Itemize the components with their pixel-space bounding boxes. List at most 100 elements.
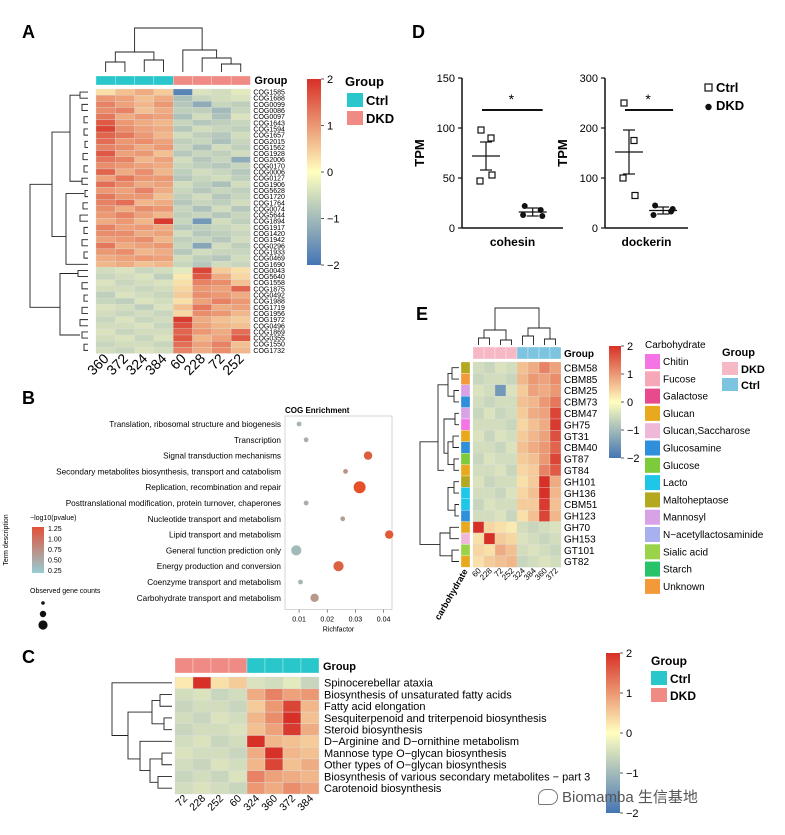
heatmap-cell: [115, 144, 135, 151]
row-label: CBM40: [564, 443, 598, 454]
heatmap-cell: [264, 676, 284, 689]
heatmap-cell: [211, 95, 232, 102]
heatmap-cell: [134, 119, 155, 127]
colorbar-e-tick-label: −1: [627, 425, 640, 437]
legend-size-dot-b: [41, 601, 45, 605]
heatmap-cell: [95, 279, 116, 286]
ylabel-b: Term description: [3, 514, 10, 565]
heatmap-cell: [483, 441, 496, 454]
term-label: Translation, ribosomal structure and bio…: [109, 420, 281, 429]
heatmap-cell: [134, 144, 155, 151]
heatmap-cell: [211, 119, 232, 127]
term-label: Coenzyme transport and metabolism: [147, 578, 281, 587]
heatmap-cell: [210, 688, 230, 701]
row-label: Biosynthesis of unsaturated fatty acids: [324, 689, 512, 701]
heatmap-cell: [115, 340, 135, 348]
heatmap-cell: [494, 521, 507, 534]
heatmap-cell: [516, 544, 529, 556]
row-dendro: [111, 682, 172, 736]
group-cell: [472, 346, 485, 360]
row-label: COG1690: [253, 262, 285, 269]
heatmap-cell: [549, 407, 562, 420]
carbohydrate-cell: [460, 441, 471, 454]
heatmap-cell: [115, 261, 135, 268]
row-label: GT87: [564, 455, 589, 466]
carbohydrate-legend-item: Sialic acid: [663, 547, 708, 558]
heatmap-cell: [192, 310, 212, 317]
heatmap-cell: [192, 676, 212, 689]
heatmap-cell: [153, 334, 174, 342]
heatmap-cell: [472, 487, 485, 499]
row-label: COG5628: [253, 188, 285, 195]
heatmap-cell: [228, 770, 248, 783]
data-point-ctrl: [619, 174, 627, 182]
row-label: COG5644: [253, 213, 285, 220]
legend-color-tick-b: 0.75: [48, 547, 62, 554]
row-label: CBM47: [564, 409, 598, 420]
legend-color-tick-b: 0.50: [48, 558, 62, 565]
carbohydrate-legend-item: Unknown: [663, 582, 705, 593]
heatmap-cell: [115, 285, 135, 293]
heatmap-cell: [192, 174, 212, 182]
heatmap-cell: [173, 88, 193, 96]
row-label: COG1917: [253, 225, 285, 232]
heatmap-cell: [538, 475, 551, 488]
heatmap-cell: [115, 230, 135, 237]
heatmap-cell: [192, 304, 212, 311]
heatmap-cell: [115, 131, 135, 139]
heatmap-cell: [494, 475, 507, 488]
heatmap-cell: [230, 285, 251, 293]
heatmap-cell: [115, 254, 135, 262]
heatmap-cell: [173, 273, 193, 280]
row-label: COG0127: [253, 176, 285, 183]
heatmap-cell: [472, 555, 485, 568]
row-label: COG1875: [253, 286, 285, 293]
heatmap-cell: [211, 316, 232, 323]
heatmap-cell: [115, 217, 135, 225]
heatmap-cell: [228, 758, 248, 771]
heatmap-cell: [228, 723, 248, 736]
y-tick-label: 0: [449, 223, 455, 235]
heatmap-cell: [134, 95, 155, 102]
legend-color-title-b: −log10(pvalue): [30, 515, 77, 522]
heatmap-cell: [516, 510, 529, 522]
heatmap-cell: [246, 700, 266, 713]
heatmap-cell: [134, 125, 155, 133]
heatmap-cell: [95, 95, 116, 102]
heatmap-cell: [95, 181, 116, 188]
heatmap-cell: [527, 430, 540, 442]
heatmap-cell: [483, 544, 496, 556]
row-label: COG1558: [253, 280, 285, 287]
heatmap-cell: [494, 487, 507, 499]
heatmap-cell: [115, 107, 135, 114]
heatmap-cell: [472, 373, 485, 385]
heatmap-cell: [192, 138, 212, 145]
carbohydrate-cell: [460, 544, 471, 556]
heatmap-cell: [211, 273, 232, 280]
heatmap-cell: [95, 267, 116, 274]
heatmap-cell: [211, 242, 232, 250]
term-label: General function prediction only: [166, 546, 282, 555]
heatmap-cell: [300, 688, 320, 701]
carbohydrate-cell: [460, 361, 471, 374]
heatmap-cell: [134, 113, 155, 120]
colorbar-e-tick-label: 1: [627, 369, 633, 381]
carbohydrate-swatch: [645, 388, 660, 404]
row-label: Sesquiterpenoid and triterpenoid biosynt…: [324, 713, 547, 725]
heatmap-cell: [527, 441, 540, 454]
heatmap-cell: [264, 735, 284, 748]
heatmap-cell: [264, 758, 284, 771]
carbohydrate-swatch: [645, 354, 660, 369]
row-label: COG1956: [253, 311, 285, 318]
heatmap-cell: [264, 746, 284, 760]
heatmap-a: AGroupCOG1585COG1688COG0099COG0086COG009…: [22, 22, 394, 378]
heatmap-cell: [483, 464, 496, 477]
heatmap-cell: [230, 205, 251, 213]
y-label: TPM: [412, 139, 427, 166]
heatmap-cell: [134, 138, 155, 145]
y-tick-label: 100: [437, 123, 455, 135]
col-dendro: [483, 329, 507, 340]
heatmap-cell: [134, 322, 155, 330]
data-point-ctrl: [476, 177, 484, 185]
